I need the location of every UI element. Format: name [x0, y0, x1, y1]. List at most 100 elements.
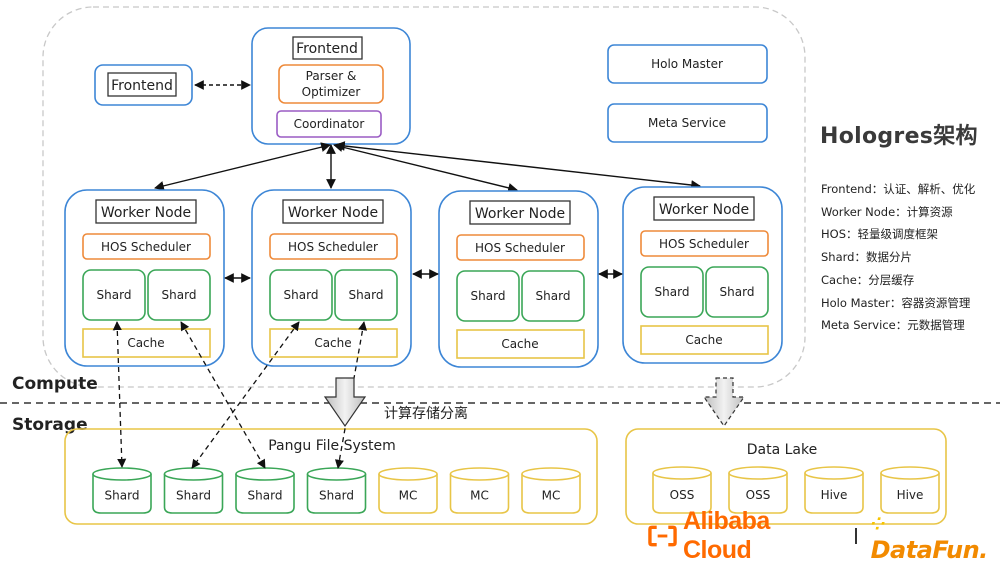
hos-scheduler: [456, 234, 585, 261]
shard: [269, 269, 333, 321]
lake-oss: OSS: [728, 466, 788, 514]
lake-hive: Hive: [804, 466, 864, 514]
worker-node-label: Worker Node: [101, 205, 191, 221]
compute-label: Compute: [12, 374, 98, 394]
lake-hive-label: Hive: [821, 488, 848, 502]
svg-text:Coordinator: Coordinator: [294, 117, 365, 131]
legend-item: Shard：数据分片: [821, 250, 912, 265]
page-title: Hologres架构: [820, 124, 978, 149]
compute-to-pangu-arrow: [323, 377, 367, 428]
worker-node-label: Worker Node: [475, 206, 565, 222]
shard-label: Shard: [284, 288, 319, 302]
datafun-logo: ⁘DataFun.: [870, 514, 989, 564]
shard: [147, 269, 211, 321]
pangu-file-system: [64, 428, 598, 525]
shard: [82, 269, 146, 321]
storage-shard: Shard: [163, 467, 224, 514]
storage-mc-label: MC: [399, 489, 418, 503]
storage-label: Storage: [12, 415, 88, 435]
compute-region: [42, 6, 806, 388]
storage-mc: MC: [378, 467, 438, 514]
lake-hive-label: Hive: [897, 488, 924, 502]
frontend-replica: Frontend: [94, 64, 193, 106]
lake-oss-label: OSS: [746, 488, 771, 502]
worker-peer-links: [224, 269, 623, 283]
svg-text:Meta Service: Meta Service: [648, 116, 726, 130]
storage-shard: Shard: [92, 467, 152, 514]
cache-label: Cache: [314, 336, 351, 350]
cache: [456, 329, 585, 359]
shard: [456, 270, 520, 322]
svg-text:Optimizer: Optimizer: [302, 85, 361, 99]
shard-label: Shard: [720, 285, 755, 299]
shard: [705, 266, 769, 318]
shard: [521, 270, 585, 322]
storage-mc-label: MC: [470, 489, 489, 503]
shard-label: Shard: [536, 289, 571, 303]
worker-node-label: Worker Node: [288, 205, 378, 221]
pangu-label: Pangu File System: [268, 438, 396, 454]
shard: [640, 266, 704, 318]
shard-label: Shard: [655, 285, 690, 299]
hos-scheduler: [640, 230, 769, 257]
shard-label: Shard: [349, 288, 384, 302]
footer-logos: Alibaba Cloud ⁘DataFun.: [648, 507, 1000, 564]
data-lake-label: Data Lake: [747, 442, 817, 458]
logo-separator: [855, 528, 857, 544]
storage-shard-label: Shard: [105, 489, 140, 503]
alibaba-cloud-icon: [648, 525, 677, 547]
hos-scheduler-label: HOS Scheduler: [288, 240, 378, 254]
lake-hive: Hive: [880, 466, 940, 514]
meta-service: Meta Service: [607, 103, 768, 143]
legend-item: Worker Node：计算资源: [821, 204, 953, 219]
storage-shard-label: Shard: [176, 489, 211, 503]
hos-scheduler: [269, 233, 398, 260]
hos-scheduler-label: HOS Scheduler: [475, 241, 565, 255]
shard-label: Shard: [162, 288, 197, 302]
data-lake: [625, 428, 947, 525]
cache-label: Cache: [501, 337, 538, 351]
shard-label: Shard: [97, 288, 132, 302]
legend: Frontend：认证、解析、优化 Worker Node：计算资源 HOS：轻…: [821, 178, 993, 337]
svg-text:Frontend: Frontend: [296, 41, 358, 57]
svg-text:Frontend: Frontend: [111, 78, 173, 94]
svg-text:Parser &: Parser &: [306, 69, 357, 83]
shard-label: Shard: [471, 289, 506, 303]
legend-item: Cache：分层缓存: [821, 272, 915, 287]
hos-scheduler-label: HOS Scheduler: [659, 237, 749, 251]
shard: [334, 269, 398, 321]
cache-label: Cache: [127, 336, 164, 350]
legend-item: HOS：轻量级调度框架: [821, 227, 938, 242]
coordinator-worker-links: [154, 141, 701, 193]
datafun-dots-icon: ⁘: [870, 514, 886, 535]
hos-scheduler-label: HOS Scheduler: [101, 240, 191, 254]
storage-mc-label: MC: [542, 489, 561, 503]
frontend-main: Frontend Parser & Optimizer Coordinator: [251, 27, 411, 145]
storage-mc: MC: [521, 467, 581, 514]
cache-label: Cache: [685, 333, 722, 347]
lake-oss-label: OSS: [670, 488, 695, 502]
storage-mc: MC: [449, 467, 510, 514]
parser-optimizer: [278, 64, 384, 104]
separation-label: 计算存储分离: [384, 405, 468, 422]
storage-shard: Shard: [235, 467, 295, 514]
storage-shard-label: Shard: [319, 489, 354, 503]
svg-text:Holo Master: Holo Master: [651, 57, 723, 71]
lake-oss: OSS: [652, 466, 712, 514]
legend-item: Holo Master：容器资源管理: [821, 295, 971, 310]
legend-item: Frontend：认证、解析、优化: [821, 182, 976, 196]
holo-master: Holo Master: [607, 44, 768, 84]
coordinator: [276, 110, 382, 138]
storage-shard-label: Shard: [248, 489, 283, 503]
cache: [640, 325, 769, 355]
storage-shard: Shard: [306, 467, 367, 514]
compute-to-lake-arrow: [702, 377, 746, 428]
hos-scheduler: [82, 233, 211, 260]
worker-node-label: Worker Node: [659, 202, 749, 218]
legend-item: Meta Service：元数据管理: [821, 318, 965, 333]
